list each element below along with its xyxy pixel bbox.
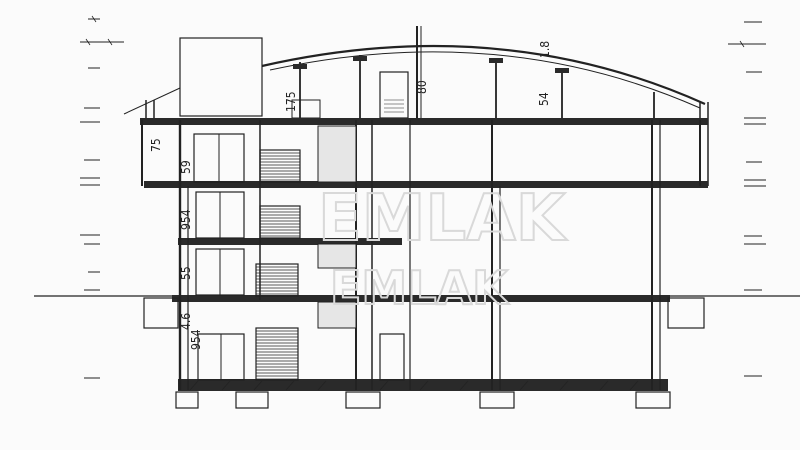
dim-roof-ridge: 1.8 [538, 41, 552, 58]
watermark-text: EMLAK [318, 182, 568, 256]
slab-basement [178, 379, 668, 391]
slab-floor-1 [172, 295, 670, 302]
footing [235, 391, 269, 409]
basement-retaining-left [143, 297, 179, 329]
dim-parapet: 75 [149, 138, 163, 152]
level-mark [728, 40, 766, 48]
level-mark [80, 38, 124, 46]
footings [175, 391, 671, 409]
stair-landing-hatch [317, 301, 357, 329]
dim-roof-stair: 80 [415, 80, 429, 94]
slab-floor-3 [144, 181, 708, 188]
level-mark [80, 234, 100, 245]
stair-landing-hatch [317, 243, 357, 269]
stair-flight-1 [255, 263, 299, 297]
stair-steps [256, 152, 300, 380]
watermark: EMLAK EMLAK [317, 181, 569, 316]
level-marks-right [728, 21, 766, 377]
dim-floor1: 55 [179, 266, 193, 280]
dim-basement-b: 954 [189, 329, 203, 350]
roof-structure [123, 26, 709, 186]
level-mark [744, 117, 766, 125]
roof-stair-door [379, 71, 409, 119]
footing [175, 391, 199, 409]
stair-flight-basement [255, 327, 299, 381]
dim-roof-left: 175 [284, 91, 298, 112]
stair-landing-hatch [317, 125, 357, 183]
stair-flight-2 [259, 205, 301, 239]
slab-roof [140, 118, 708, 125]
footing [479, 391, 515, 409]
dim-floor3: 59 [179, 160, 193, 174]
level-mark [744, 235, 766, 245]
dim-basement-a: 4.6 [179, 313, 193, 330]
roof-terrace-box [179, 37, 263, 117]
level-mark [80, 177, 100, 186]
watermark-text: EMLAK [330, 261, 510, 315]
roof-arch-inner [269, 51, 701, 109]
footing [635, 391, 671, 409]
level-mark [744, 179, 766, 187]
doors [193, 133, 405, 381]
footing [345, 391, 381, 409]
staircase [255, 125, 357, 381]
floor-slabs [140, 118, 708, 391]
level-marks-left [80, 15, 124, 379]
dim-floor2: 954 [179, 209, 193, 230]
roof-arch [261, 44, 706, 106]
level-mark [88, 15, 100, 23]
basement-retaining-right [667, 297, 705, 329]
stair-flight-3 [259, 149, 301, 183]
door-basement-right [379, 333, 405, 381]
dimension-labels: 1.8 54 80 175 75 59 954 55 4.6 954 [149, 41, 552, 350]
roof-door-hatch [384, 99, 404, 113]
foundation-hatch [189, 380, 639, 391]
dim-roof-height: 54 [537, 92, 551, 106]
slab-floor-2 [178, 238, 402, 245]
